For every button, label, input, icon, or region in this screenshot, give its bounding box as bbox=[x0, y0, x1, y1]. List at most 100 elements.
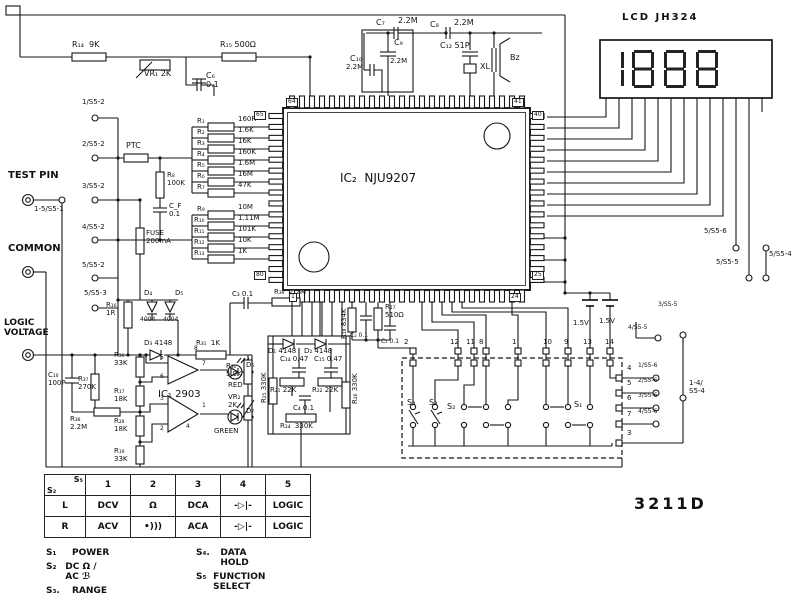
d3-label: D₃ 4148 bbox=[144, 339, 173, 347]
p1-label: 1 bbox=[289, 293, 297, 302]
ptc-label: PTC bbox=[126, 141, 141, 150]
p65-label: 65 bbox=[254, 111, 266, 120]
d5v-label: 4004 bbox=[163, 316, 179, 323]
rc3-label: 3/S5-6 bbox=[638, 392, 658, 399]
d6-label: D₆ bbox=[246, 361, 255, 369]
col-2: 2 bbox=[130, 474, 176, 496]
r5v-label: 1.6M bbox=[238, 159, 256, 167]
cell-R5: LOGIC bbox=[265, 516, 311, 538]
testpin-label: TEST PIN bbox=[8, 170, 59, 181]
op4-label: 4 bbox=[186, 423, 190, 430]
d7-label: D₇ bbox=[246, 407, 255, 415]
cell-L3: DCA bbox=[175, 495, 221, 517]
cell-L2: Ω bbox=[130, 495, 176, 517]
r11n-label: R₁₁ bbox=[194, 227, 205, 235]
s54m-label: 1-4/ S5-4 bbox=[689, 379, 705, 395]
r4n-label: R₄ bbox=[197, 150, 205, 158]
vr2-label: VR₂ 2K bbox=[228, 393, 241, 409]
s2-label: S₂ bbox=[447, 402, 456, 411]
s52-1-label: 1/S5-2 bbox=[82, 98, 105, 106]
r1v-label: 160R bbox=[238, 115, 257, 123]
dp13-label: 13 bbox=[583, 338, 592, 346]
rp3-label: 3 bbox=[627, 429, 632, 437]
c7-label: C₇ bbox=[376, 18, 385, 27]
s4-label: S₄ bbox=[407, 398, 416, 407]
op7-label: 7 bbox=[202, 360, 206, 367]
table-corner: S₅ S₂ bbox=[44, 474, 86, 496]
dp8-label: 8 bbox=[479, 338, 484, 346]
op3-label: 3 bbox=[160, 395, 164, 402]
cell-R3: ACA bbox=[175, 516, 221, 538]
bat2-label: 1.5V bbox=[599, 317, 615, 325]
r4v-label: 160K bbox=[238, 148, 256, 156]
r38-label: R₃₈ 2.2M bbox=[70, 415, 88, 431]
r2v-label: 1.6K bbox=[238, 126, 254, 134]
cell-L1: DCV bbox=[85, 495, 131, 517]
dp12-label: 12 bbox=[450, 338, 459, 346]
bz-label: Bz bbox=[510, 53, 520, 62]
p24-label: 24 bbox=[509, 293, 521, 302]
r554-label: 5/S5-4 bbox=[769, 250, 792, 258]
p25-label: 25 bbox=[532, 271, 544, 280]
col-1: 1 bbox=[85, 474, 131, 496]
s51-label: 1-5/S5-1 bbox=[34, 205, 64, 213]
s1-label: S₁ bbox=[574, 400, 583, 409]
cf-label: C_F 0.1 bbox=[169, 202, 182, 218]
r18-label: R₁₈ 834K bbox=[340, 308, 348, 339]
green-label: GREEN bbox=[214, 427, 239, 435]
c12-label: C₁₂ 51P bbox=[440, 41, 470, 50]
s52-5-label: 5/S5-2 bbox=[82, 261, 105, 269]
d4v-label: 4004 bbox=[140, 316, 156, 323]
r9v-label: 10M bbox=[238, 203, 253, 211]
p80-label: 80 bbox=[254, 271, 266, 280]
dp9-label: 9 bbox=[564, 338, 569, 346]
ic1-label: IC₁ 2903 bbox=[158, 389, 201, 400]
r9n-label: R₉ bbox=[197, 205, 205, 213]
r6v-label: 16M bbox=[238, 170, 253, 178]
r16-label: R₁₆ 1R bbox=[106, 301, 117, 317]
s355-label: 3/S5-5 bbox=[658, 301, 678, 308]
r26-label: R₂₆ 330K bbox=[351, 373, 359, 404]
r10n-label: R₁₀ bbox=[194, 216, 205, 224]
fuse-label: FUSE 200mA bbox=[146, 229, 171, 245]
p40-label: 40 bbox=[532, 111, 544, 120]
s455-label: 4/S5-5 bbox=[628, 324, 648, 331]
d5-label: D₅ bbox=[175, 289, 184, 297]
op8-label: 8 bbox=[194, 345, 198, 352]
r24-label: R₂₄ 330K bbox=[280, 422, 313, 430]
r8-label: R₈ 100K bbox=[167, 171, 185, 187]
r13n-label: R₁₃ bbox=[194, 249, 205, 257]
row-R: R bbox=[44, 516, 86, 538]
r17b-label: R₁₇ 18K bbox=[114, 387, 128, 403]
lcd-label: LCD JH324 bbox=[622, 12, 699, 23]
col-5: 5 bbox=[265, 474, 311, 496]
d1-label: D₁ 4148 bbox=[268, 347, 297, 355]
rc2-label: 2/S5-6 bbox=[638, 377, 658, 384]
cell-L5: LOGIC bbox=[265, 495, 311, 517]
cell-L4-diode: -▷|- bbox=[220, 495, 266, 517]
r31-label: R₃₁ 1K bbox=[196, 339, 220, 347]
c8-label: C₈ bbox=[430, 20, 439, 29]
col-3: 3 bbox=[175, 474, 221, 496]
rp6-label: 6 bbox=[627, 394, 632, 402]
r13v-label: 1K bbox=[238, 247, 248, 255]
op1-label: 1 bbox=[202, 402, 206, 409]
p64-label: 64 bbox=[286, 98, 298, 107]
rp5-label: 5 bbox=[627, 379, 632, 387]
p41-label: 41 bbox=[512, 98, 524, 107]
row-L: L bbox=[44, 495, 86, 517]
legend-s3: S₃.RANGE bbox=[46, 586, 107, 596]
vr1-label: VR₁ 2K bbox=[144, 69, 172, 78]
function-table: S₅ S₂ 1 2 3 4 5 L DCV Ω DCA -▷|- LOGIC R… bbox=[44, 474, 311, 538]
op2-label: 2 bbox=[160, 425, 164, 432]
r3n-label: R₃ bbox=[197, 139, 205, 147]
r15-label: R₁₅ 500Ω bbox=[220, 40, 256, 49]
dp10-label: 10 bbox=[543, 338, 552, 346]
s52-3-label: 3/S5-2 bbox=[82, 182, 105, 190]
cell-R2-buzzer: •))) bbox=[130, 516, 176, 538]
xl-label: XL bbox=[480, 62, 490, 71]
common-label: COMMON bbox=[8, 243, 61, 254]
